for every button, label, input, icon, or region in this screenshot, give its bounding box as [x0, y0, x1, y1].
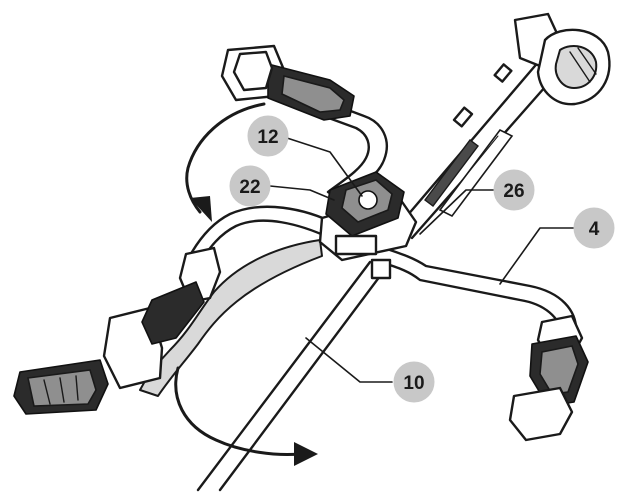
handle-clamp [318, 171, 418, 280]
callout-label-10: 10 [403, 373, 424, 394]
callout-label-26: 26 [503, 181, 524, 202]
callout-12: 12 [247, 115, 289, 157]
callout-4: 4 [573, 207, 615, 249]
callout-label-4: 4 [589, 219, 600, 240]
callout-22: 22 [229, 165, 271, 207]
handle-raised-position [220, 44, 388, 202]
callout-26: 26 [493, 169, 535, 211]
shaft-grip-texture [424, 128, 514, 218]
callout-10: 10 [393, 361, 435, 403]
rotate-down-arrow [174, 366, 318, 466]
rotate-up-arrow [185, 102, 266, 222]
callout-label-22: 22 [239, 177, 260, 198]
right-grip [508, 314, 589, 442]
motor-housing [513, 12, 611, 106]
leader-lines [269, 137, 575, 383]
callout-label-12: 12 [257, 127, 278, 148]
handle-lowered-position [13, 239, 323, 415]
main-shaft [196, 58, 562, 492]
